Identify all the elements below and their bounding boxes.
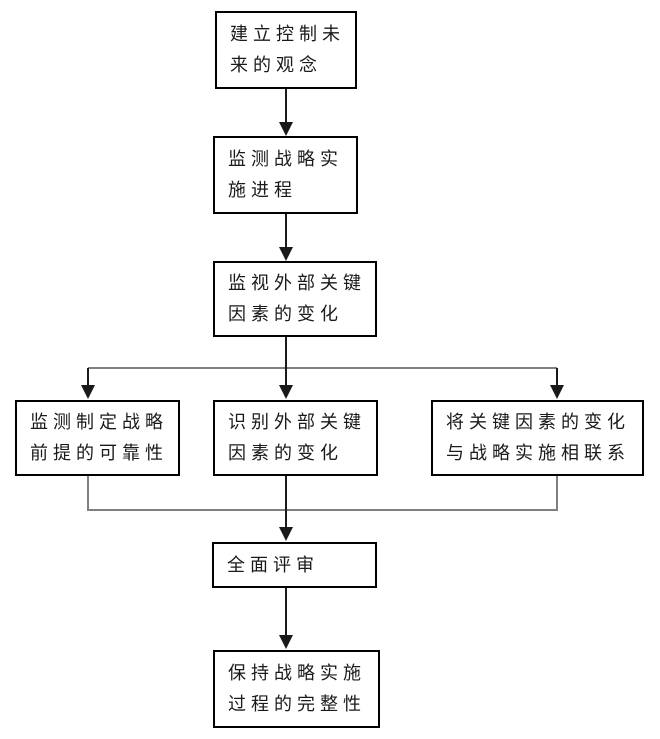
node-monitor-premise-reliability: 监测制定战略 前提的可靠性: [15, 400, 180, 476]
arrow-down-1: [279, 89, 293, 136]
node-watch-external-factors: 监视外部关键 因素的变化: [213, 261, 377, 337]
arrow-down-left-branch: [81, 368, 95, 399]
arrow-down-2: [279, 214, 293, 261]
arrow-down-center-branch: [279, 337, 293, 399]
arrow-down-final: [279, 588, 293, 649]
arrow-down-merge: [279, 476, 293, 541]
merge-connector-line: [87, 476, 558, 511]
arrow-down-right-branch: [550, 368, 564, 399]
node-maintain-integrity: 保持战略实施 过程的完整性: [213, 650, 380, 728]
node-identify-factor-changes: 识别外部关键 因素的变化: [213, 400, 378, 476]
node-establish-concept: 建立控制未 来的观念: [215, 11, 357, 89]
node-link-changes-implementation: 将关键因素的变化 与战略实施相联系: [431, 400, 644, 476]
node-comprehensive-review: 全面评审: [212, 542, 377, 588]
node-monitor-implementation: 监测战略实 施进程: [213, 136, 358, 214]
